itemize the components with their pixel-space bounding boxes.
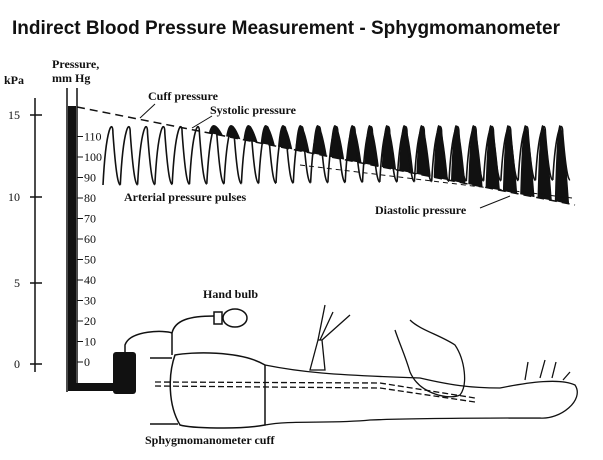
arterial-pulse (482, 125, 502, 182)
pressure-reservoir (113, 352, 136, 394)
arterial-pulse (448, 125, 467, 182)
mmhg-tick-label: 90 (84, 171, 96, 185)
pulse-sound-region (502, 125, 518, 194)
arterial-pulse (223, 125, 242, 185)
mmhg-tick-label: 60 (84, 232, 96, 246)
pulse-sound-region (537, 125, 552, 201)
arterial-pulse (430, 125, 450, 183)
mmhg-tick-label: 80 (84, 191, 96, 205)
mmhg-tick-label: 0 (84, 355, 90, 369)
arterial-pulse (102, 125, 121, 186)
arterial-pulse (344, 126, 363, 184)
cuff-pressure-label: Cuff pressure (148, 89, 219, 103)
pulse-sound-region (554, 125, 570, 204)
arterial-pulse (136, 125, 156, 186)
kpa-tick: 0 (14, 357, 20, 371)
arterial-pulse (292, 125, 312, 184)
kpa-tick: 10 (8, 190, 20, 204)
arterial-pulse (327, 126, 346, 184)
diastolic-pressure-label: Diastolic pressure (375, 203, 467, 217)
arterial-pulse (413, 125, 433, 183)
pulse-sound-region (451, 125, 466, 184)
pulse-sound-region (468, 125, 483, 187)
mmhg-tick-label: 50 (84, 253, 96, 267)
arterial-pulse (396, 126, 415, 183)
arterial-pulse (309, 126, 329, 184)
arterial-pulse (275, 125, 294, 184)
pulse-sound-region (520, 125, 535, 198)
arterial-pulse (465, 125, 485, 182)
arterial-pulse (171, 125, 190, 186)
mmhg-tick-label: 10 (84, 335, 96, 349)
pulse-sound-region (485, 125, 500, 191)
diagram-title: Indirect Blood Pressure Measurement - Sp… (12, 18, 560, 39)
arterial-pulse (240, 125, 260, 185)
systolic-arrow (191, 115, 213, 129)
arterial-pulse (257, 125, 277, 185)
arterial-pulses-label: Arterial pressure pulses (124, 190, 247, 204)
arm (154, 359, 578, 426)
cuff-label: Sphygmomanometer cuff (145, 433, 275, 447)
kpa-tick: 5 (14, 276, 20, 290)
diastolic-line (299, 164, 573, 199)
kpa-tick: 15 (8, 108, 20, 122)
pulse-sound-region (243, 125, 258, 143)
kpa-label: kPa (4, 73, 24, 87)
mmhg-label-line2: mm Hg (52, 71, 90, 85)
arterial-pulse (379, 126, 398, 183)
arterial-pulse (361, 126, 381, 183)
mmhg-tick-label: 30 (84, 294, 96, 308)
mmhg-tick-label: 100 (84, 150, 102, 164)
arterial-pulse-waveform (102, 125, 571, 204)
arterial-pulse (119, 125, 139, 186)
hand-bulb-label: Hand bulb (203, 287, 258, 301)
arterial-pulse (534, 125, 554, 181)
mmhg-tick-label: 110 (84, 130, 102, 144)
cuff-pressure-arrow (139, 103, 156, 119)
examiner-hand (394, 319, 466, 398)
mmhg-tick-label: 70 (84, 212, 96, 226)
arterial-pulse (517, 125, 536, 182)
hand-bulb (124, 308, 248, 355)
mmhg-tick-label: 20 (84, 314, 96, 328)
kpa-axis (30, 98, 42, 372)
arterial-pulse (552, 125, 571, 181)
arterial-pulse (188, 125, 208, 185)
arterial-pulse (500, 125, 519, 182)
arterial-pulse (154, 125, 173, 186)
stethoscope (309, 304, 351, 371)
sphygmomanometer-cuff (150, 352, 266, 429)
mmhg-tick-label: 40 (84, 273, 96, 287)
diastolic-arrow (479, 195, 511, 209)
mercury-column (66, 88, 120, 392)
systolic-pressure-label: Systolic pressure (210, 103, 297, 117)
mmhg-label-line1: Pressure, (52, 57, 99, 71)
arterial-pulse (206, 125, 225, 185)
